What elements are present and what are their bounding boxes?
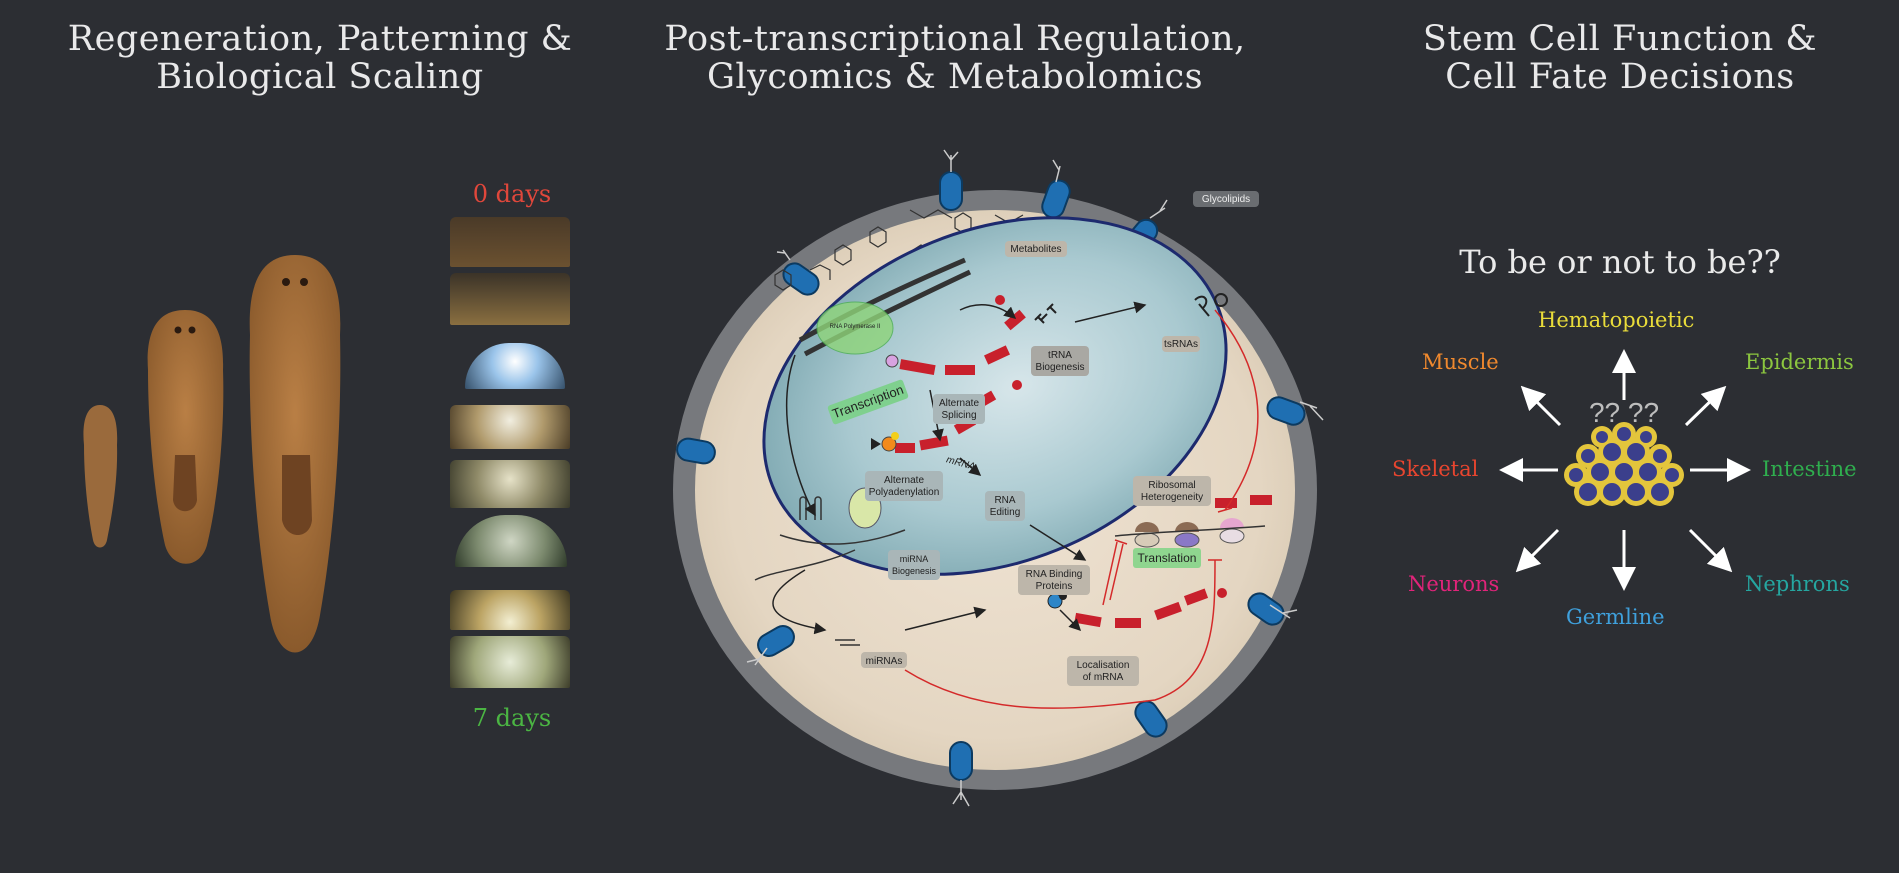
planarian-worms-illustration	[83, 255, 341, 653]
regeneration-tile	[450, 217, 570, 267]
small-worm	[83, 405, 118, 548]
label-mirna-biogenesis-1: miRNA	[900, 554, 929, 564]
label-metabolites: Metabolites	[1010, 244, 1061, 255]
regeneration-tile	[465, 343, 565, 389]
heading-line: Biological Scaling	[156, 57, 484, 97]
fate-question: To be or not to be??	[1459, 243, 1781, 281]
regeneration-tile	[450, 636, 570, 688]
label-rbp-1: RNA Binding	[1026, 569, 1083, 580]
label-ribosomal-1: Ribosomal	[1148, 480, 1195, 491]
label-tsrnas: tsRNAs	[1164, 339, 1198, 350]
fate-hematopoietic: Hematopoietic	[1538, 308, 1695, 332]
regeneration-tile	[450, 590, 570, 630]
label-alt-splicing-2: Splicing	[941, 410, 976, 421]
cell-diagram: Glycolipids Metabolites RNA Polymerase I…	[673, 149, 1324, 807]
heading-line: Regeneration, Patterning &	[67, 19, 573, 59]
label-glycolipids: Glycolipids	[1202, 194, 1250, 205]
label-localisation-2: of mRNA	[1083, 672, 1124, 683]
label-translation: Translation	[1138, 551, 1197, 565]
label-rna-pol: RNA Polymerase II	[830, 324, 881, 330]
fate-neurons: Neurons	[1408, 572, 1500, 596]
heading-line: Cell Fate Decisions	[1445, 57, 1795, 97]
label-alt-polyadenylation-2: Polyadenylation	[869, 487, 940, 498]
fate-arrows: ?? ??	[1499, 349, 1751, 591]
trna-glyphs	[1034, 293, 1228, 324]
ribosomes	[1114, 518, 1266, 548]
label-mirnas: miRNAs	[866, 656, 903, 667]
label-alt-splicing-1: Alternate	[939, 398, 979, 409]
regeneration-tile	[450, 273, 570, 325]
heading-line: Glycomics & Metabolomics	[706, 57, 1204, 97]
heading-post-transcriptional: Post-transcriptional Regulation, Glycomi…	[660, 20, 1250, 96]
heading-line: Stem Cell Function &	[1422, 19, 1818, 59]
fate-skeletal: Skeletal	[1392, 457, 1479, 481]
medium-worm	[147, 310, 224, 564]
fate-nephrons: Nephrons	[1745, 572, 1850, 596]
label-alt-polyadenylation-1: Alternate	[884, 475, 924, 486]
label-0-days: 0 days	[472, 180, 552, 208]
label-mirna-biogenesis-2: Biogenesis	[892, 566, 937, 576]
regeneration-tile	[450, 405, 570, 449]
label-trna-2: Biogenesis	[1036, 362, 1085, 373]
fate-muscle: Muscle	[1422, 350, 1499, 374]
regeneration-tile	[455, 515, 567, 567]
label-trna-1: tRNA	[1048, 350, 1072, 361]
rna-polymerase	[816, 301, 894, 355]
label-rna-editing-2: Editing	[990, 507, 1021, 518]
label-7-days: 7 days	[472, 704, 552, 732]
fate-germline: Germline	[1566, 605, 1665, 629]
label-rna-editing-1: RNA	[994, 495, 1015, 506]
large-worm	[249, 255, 341, 653]
label-localisation-1: Localisation	[1077, 660, 1130, 671]
label-ribosomal-2: Heterogeneity	[1141, 492, 1203, 503]
fate-epidermis: Epidermis	[1745, 350, 1854, 374]
label-rbp-2: Proteins	[1036, 581, 1073, 592]
fate-intestine: Intestine	[1762, 457, 1857, 481]
regeneration-tile	[450, 460, 570, 508]
heading-line: Post-transcriptional Regulation,	[664, 19, 1246, 59]
stem-cell-cluster	[1564, 422, 1684, 506]
heading-regeneration: Regeneration, Patterning & Biological Sc…	[40, 20, 600, 96]
heading-stem-cell: Stem Cell Function & Cell Fate Decisions	[1390, 20, 1850, 96]
